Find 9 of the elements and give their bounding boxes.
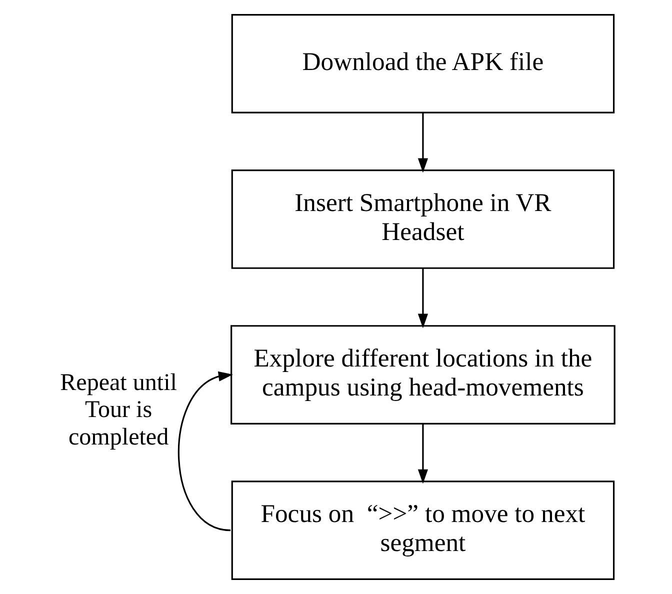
edge-label: Repeat until Tour is completed xyxy=(60,370,176,450)
arrow xyxy=(178,371,232,532)
arrow xyxy=(417,112,428,173)
node-box: Download the APK file xyxy=(230,14,614,114)
node-box: Focus on “>>” to move to next segment xyxy=(230,480,614,580)
arrow xyxy=(417,424,428,484)
node-box: Explore different locations in the campus using head-movements xyxy=(230,325,615,424)
node-box: Insert Smartphone in VR Headset xyxy=(230,170,614,269)
arrow xyxy=(417,268,428,328)
